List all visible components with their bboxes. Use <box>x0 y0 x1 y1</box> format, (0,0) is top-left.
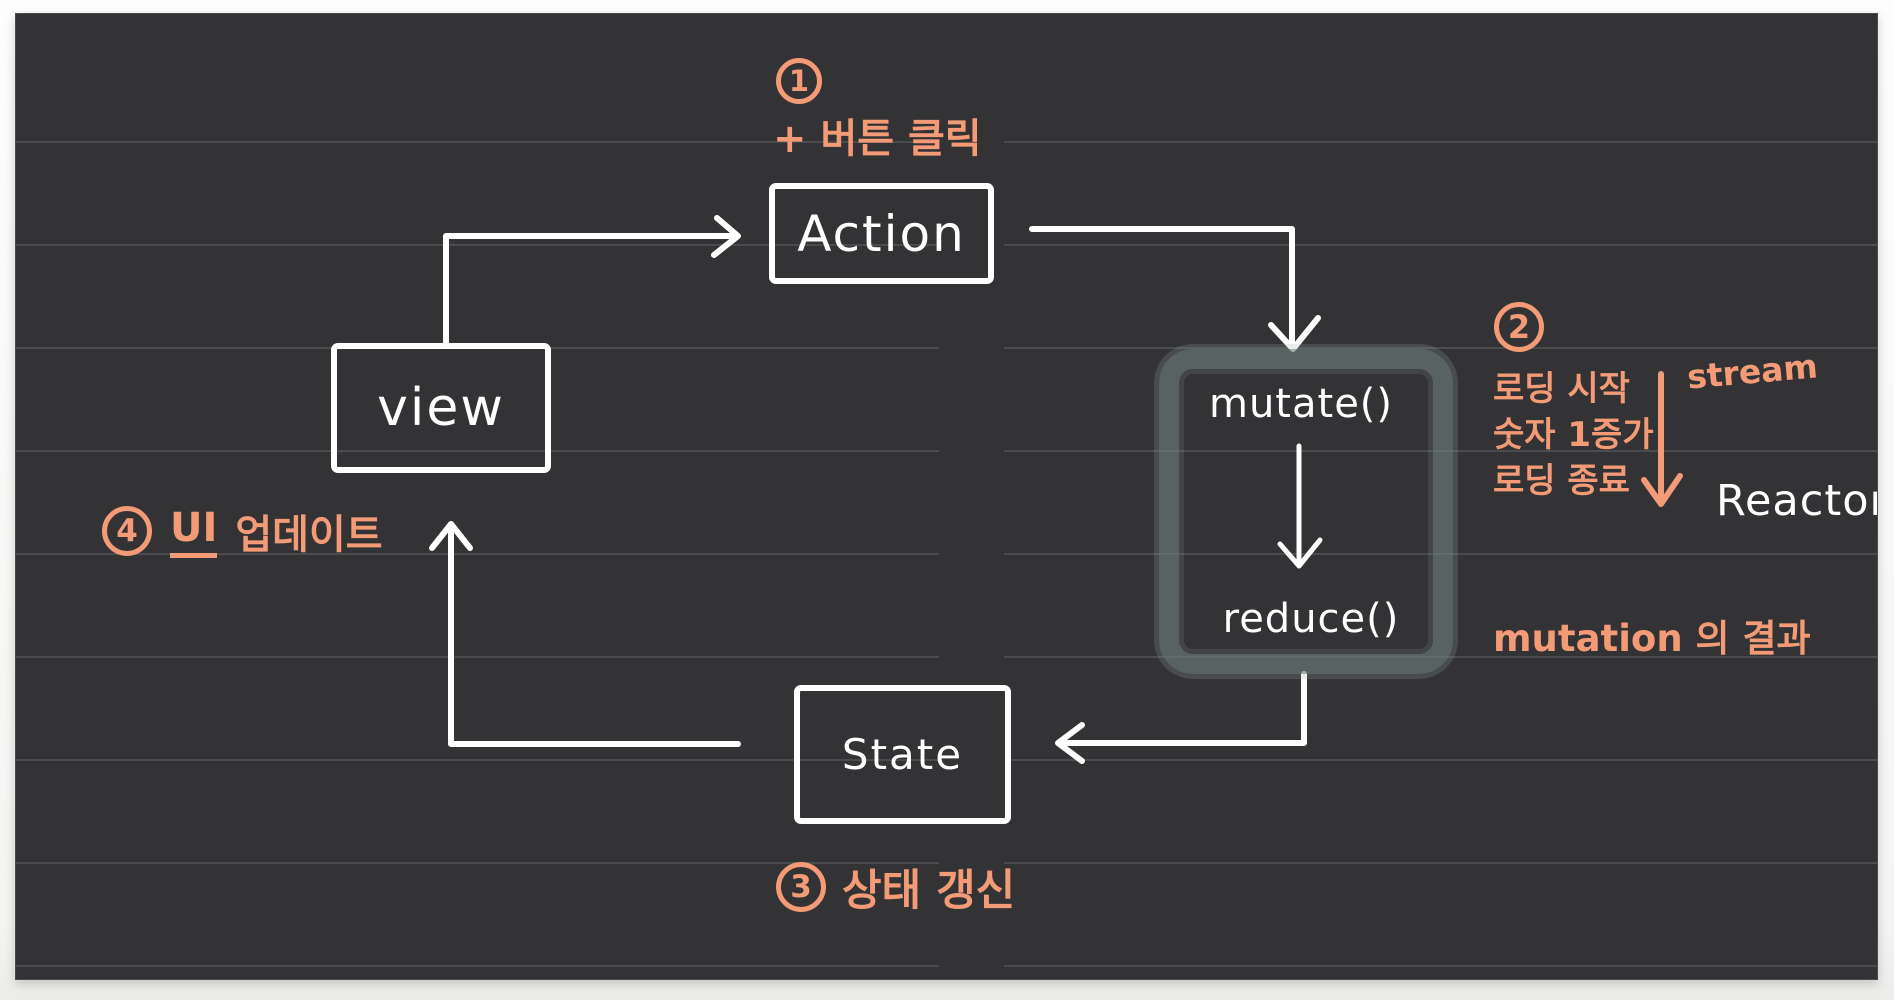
state-node: State <box>794 685 1011 824</box>
arrowhead-reduce-to-state <box>1055 722 1085 764</box>
action-node-label: Action <box>797 204 966 263</box>
arrowhead-mutate-to-reduce <box>1277 537 1323 569</box>
state-node-label: State <box>841 730 964 779</box>
step2-line-loading-end: 로딩 종료 <box>1493 461 1630 501</box>
step4-update-text: 업데이트 <box>235 512 383 558</box>
arrow-reduce-to-state <box>1059 671 1307 746</box>
mutation-result-annotation: mutation 의 결과 <box>1493 617 1811 660</box>
arrowhead-stream <box>1641 473 1683 507</box>
reactor-highlight-frame <box>1159 349 1453 674</box>
step3-text: 상태 갱신 <box>842 866 1016 916</box>
step2-circled-number: 2 <box>1494 302 1544 352</box>
view-node-label: view <box>377 378 505 438</box>
step2-annotation: 로딩 시작 숫자 1증가 로딩 종료 <box>1493 366 1654 504</box>
step4-ui-text: UI <box>170 505 218 558</box>
mutate-label: mutate() <box>1208 381 1394 427</box>
flow-arrows-layer <box>429 215 1683 764</box>
step4-annotation: 4 UI 업데이트 <box>102 502 383 560</box>
arrowhead-view-to-action <box>711 215 741 258</box>
step3-annotation: 3 상태 갱신 <box>776 856 1015 918</box>
step4-circled-number: 4 <box>102 506 152 556</box>
reactor-label: Reactor <box>1716 476 1878 526</box>
step1-annotation: + 버튼 클릭 <box>773 116 982 162</box>
step3-circled-number: 3 <box>776 862 826 912</box>
note-canvas[interactable]: Action view State mutate() reduce() Reac… <box>15 13 1878 980</box>
step2-line-loading-start: 로딩 시작 <box>1493 369 1630 409</box>
action-node: Action <box>769 183 994 284</box>
arrow-action-to-mutate <box>1029 226 1295 347</box>
arrowhead-state-to-view <box>429 521 473 551</box>
view-node: view <box>331 343 551 473</box>
arrow-view-to-action <box>443 233 734 347</box>
reduce-label: reduce() <box>1222 596 1400 642</box>
arrow-state-to-view <box>448 523 741 747</box>
step1-circled-number: 1 <box>776 58 822 104</box>
step2-line-increment: 숫자 1증가 <box>1493 415 1654 455</box>
